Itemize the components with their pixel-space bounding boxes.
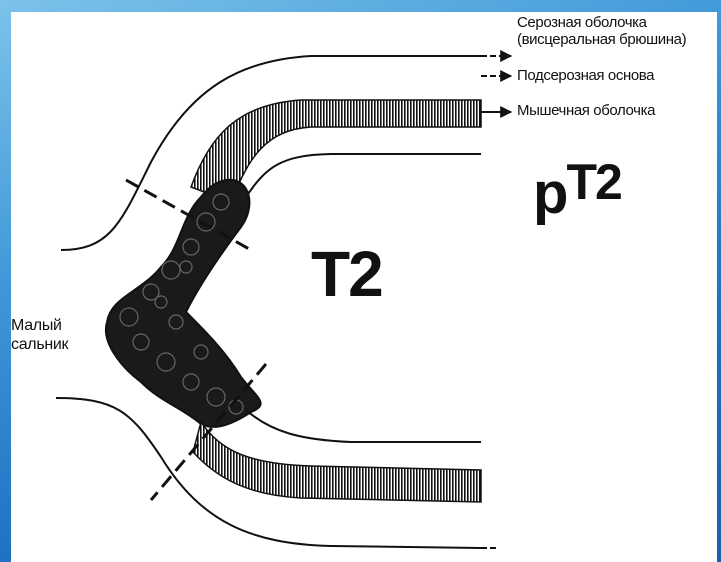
stage-pt2-label: pT2 — [533, 160, 621, 227]
subserosa-label: Подсерозная основа — [517, 67, 654, 84]
serosa-label: Серозная оболочка (висцеральная брюшина) — [517, 14, 686, 48]
serosa-line-upper — [61, 56, 481, 250]
serosa-label-line1: Серозная оболочка — [517, 14, 686, 31]
stage-t2-label: T2 — [311, 237, 382, 311]
stage-pt2-value: T2 — [566, 154, 620, 210]
stage-pt2-prefix: p — [533, 161, 566, 226]
omentum-label-line2: сальник — [11, 335, 68, 354]
omentum-label-line1: Малый — [11, 316, 68, 335]
omentum-label: Малый сальник — [11, 316, 68, 354]
muscle-label: Мышечная оболочка — [517, 102, 655, 119]
mucosa-line-lower — [246, 410, 481, 442]
serosa-label-line2: (висцеральная брюшина) — [517, 31, 686, 48]
muscle-layer-lower — [193, 422, 481, 502]
mucosa-line-upper — [246, 154, 481, 197]
tumor-mass — [106, 180, 261, 427]
diagram-panel: Серозная оболочка (висцеральная брюшина)… — [11, 12, 717, 562]
